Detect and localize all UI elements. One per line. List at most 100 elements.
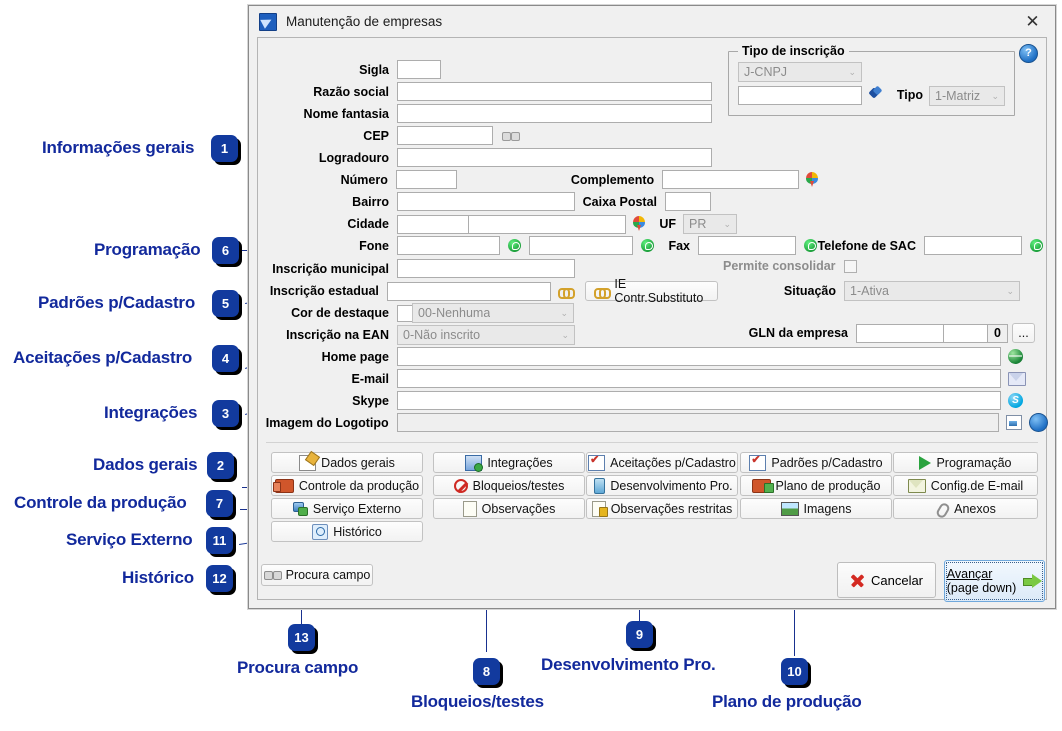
input-numero-inscricao[interactable] [738,86,862,105]
button-label: Integrações [487,455,553,470]
label-bairro: Bairro [352,194,389,209]
combo-tipo-inscricao[interactable]: J-CNPJ ⌄ [738,62,862,82]
input-fax[interactable] [698,236,796,255]
receita-federal-icon[interactable] [869,87,883,100]
whatsapp-icon[interactable] [804,239,817,252]
link-icon[interactable] [558,285,576,299]
input-inscricao-municipal[interactable] [397,259,575,278]
button-servico-externo[interactable]: Serviço Externo [271,498,423,519]
dialog-client-area: ? Sigla Razão social Nome fantasia CEP L… [257,37,1048,600]
combo-situacao[interactable]: 1-Ativa ⌄ [844,281,1020,301]
whatsapp-icon[interactable] [508,239,521,252]
button-integracoes[interactable]: Integrações [433,452,585,473]
help-button[interactable]: ? [1019,43,1038,63]
input-fone-2[interactable] [529,236,633,255]
checkbox-permite-consolidar[interactable] [843,259,857,273]
close-icon[interactable]: ✕ [1025,11,1040,32]
button-controle-da-producao[interactable]: Controle da produção [271,475,423,496]
button-cancelar[interactable]: Cancelar [837,562,936,598]
gln-ellipsis-button[interactable]: ... [1012,323,1035,343]
input-nome-fantasia[interactable] [397,104,712,123]
input-complemento[interactable] [662,170,799,189]
field-row-sigla: Sigla [258,60,718,79]
ie-contr-substituto-button[interactable]: IE Contr.Substituto [585,277,718,305]
map-pin-icon[interactable] [805,171,818,188]
annotation-label-4: Aceitações p/Cadastro [13,348,193,367]
input-sigla[interactable] [397,60,441,79]
input-gln-2[interactable] [943,323,988,343]
button-label: Anexos [954,501,996,516]
button-observacoes[interactable]: Observações [433,498,585,519]
button-padroes-p-cadastro[interactable]: Padrões p/Cadastro [740,452,892,473]
label-inscricao-ean: Inscrição na EAN [286,328,389,342]
image-browse-icon[interactable] [1006,415,1023,430]
annotation-badge-7: 7 [206,490,233,517]
annotation-badge-6: 6 [212,237,239,264]
map-pin-icon[interactable] [633,216,645,232]
button-bloqueios-testes[interactable]: Bloqueios/testes [433,475,585,496]
globe-icon[interactable] [1008,349,1023,364]
input-razao-social[interactable] [397,82,712,101]
input-cep[interactable] [397,126,493,145]
whatsapp-icon[interactable] [641,239,654,252]
block-icon [453,478,468,493]
envelope-icon[interactable] [1008,371,1026,386]
button-plano-de-producao[interactable]: Plano de produção [740,475,892,496]
label-complemento: Complemento [570,172,655,187]
group-tipo-inscricao: Tipo de inscrição J-CNPJ ⌄ Tipo 1-Matriz… [728,44,1015,116]
chevron-down-icon: ⌄ [848,66,856,77]
button-programacao[interactable]: Programação [893,452,1038,473]
input-email[interactable] [397,369,1001,388]
combo-tipo[interactable]: 1-Matriz ⌄ [929,86,1005,106]
input-home-page[interactable] [397,347,1001,366]
chevron-down-icon: ⌄ [560,307,568,318]
help-icon[interactable] [1029,413,1048,432]
cep-lookup-icon[interactable] [502,131,520,141]
label-nome-fantasia: Nome fantasia [303,106,389,121]
input-caixa-postal[interactable] [665,192,711,211]
input-gln-1[interactable] [856,323,944,343]
input-numero[interactable] [395,170,458,189]
button-imagens[interactable]: Imagens [740,498,892,519]
input-telefone-sac[interactable] [924,236,1022,255]
field-row-bairro: Bairro Caixa Postal [258,192,818,211]
input-fone-1[interactable] [397,236,500,255]
button-anexos[interactable]: Anexos [893,498,1038,519]
button-aceitacoes-p-cadastro[interactable]: Aceitações p/Cadastro [586,452,738,473]
label-sigla: Sigla [359,62,389,77]
label-numero: Número [340,172,388,187]
input-cidade-code[interactable] [397,214,469,234]
help-icon: ? [1019,44,1038,63]
label-fone: Fone [359,238,389,253]
field-row-cor-destaque: Cor de destaque 00-Nenhuma ⌄ [258,303,718,323]
color-swatch[interactable] [397,304,413,322]
input-inscricao-estadual[interactable] [386,281,552,301]
whatsapp-icon[interactable] [1030,239,1043,252]
input-skype[interactable] [397,391,1001,410]
ie-contr-substituto-label: IE Contr.Substituto [614,277,704,305]
title-bar: Manutenção de empresas ✕ [249,6,1055,37]
field-row-situacao: Situação 1-Ativa ⌄ [778,281,1020,301]
combo-uf[interactable]: PR ⌄ [683,214,737,234]
input-bairro[interactable] [397,192,575,211]
button-desenvolvimento-pro[interactable]: Desenvolvimento Pro. [586,475,738,496]
button-observacoes-restritas[interactable]: Observações restritas [586,498,738,519]
annotation-label-2: Dados gerais [93,455,198,474]
note-icon [462,500,477,517]
input-cidade-name[interactable] [468,214,626,234]
button-dados-gerais[interactable]: Dados gerais [271,452,423,473]
combo-cor-destaque[interactable]: 00-Nenhuma ⌄ [412,303,574,323]
button-config-de-email[interactable]: Config.de E-mail [893,475,1038,496]
combo-inscricao-ean[interactable]: 0-Não inscrito ⌄ [397,325,575,345]
input-logradouro[interactable] [397,148,712,167]
field-row-telefone-sac: Telefone de SAC [803,236,1043,255]
input-imagem-logotipo[interactable] [396,413,1000,432]
skype-icon[interactable]: S [1008,393,1023,408]
button-historico[interactable]: Histórico [271,521,423,542]
label-cidade: Cidade [347,217,389,231]
truck-green-icon [751,478,774,493]
field-row-skype: Skype S [258,391,1028,410]
button-procura-campo[interactable]: Procura campo [261,564,373,586]
button-avancar[interactable]: Avançar (page down) [944,560,1045,602]
document-edit-icon [299,454,317,471]
